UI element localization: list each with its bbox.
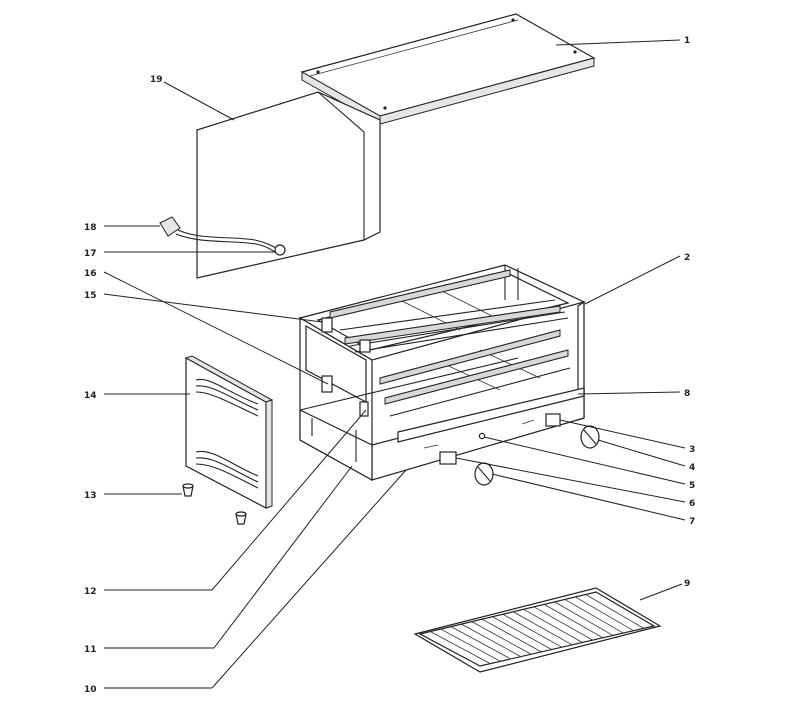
rack-bar	[512, 611, 573, 646]
callout-2: 2	[684, 253, 690, 263]
rack-bar	[502, 613, 563, 648]
callout-6: 6	[689, 499, 695, 509]
callout-15: 15	[84, 291, 97, 301]
rack-bar	[544, 604, 604, 639]
callout-10: 10	[84, 685, 97, 695]
callout-5: 5	[689, 481, 695, 491]
rack-bar	[461, 623, 522, 657]
callout-16: 16	[84, 269, 97, 279]
rack-bar	[575, 596, 634, 632]
callout-17: 17	[84, 249, 97, 259]
callout-13: 13	[84, 491, 97, 501]
callout-12: 12	[84, 587, 97, 597]
side-panel-part	[196, 91, 381, 279]
oven-body-part	[298, 264, 586, 482]
callout-numbers: 1 19 18 17 16 15 2 14 8 3 4 5 13 6 7 9 1…	[84, 36, 695, 695]
callout-3: 3	[689, 445, 695, 455]
callout-4: 4	[689, 463, 695, 473]
rack-bar	[481, 618, 542, 653]
rack-bar	[585, 594, 644, 629]
leader-lines	[103, 39, 686, 689]
rack-bar	[471, 621, 532, 655]
callout-11: 11	[84, 645, 97, 655]
top-lid-part	[300, 13, 596, 125]
rack-bar	[554, 601, 614, 636]
rack-bar	[450, 626, 511, 660]
rack-bar	[440, 628, 501, 662]
feet-part	[182, 483, 247, 525]
grill-rack-part	[413, 587, 662, 673]
door-panel-part	[184, 355, 274, 509]
rack-bar	[523, 608, 583, 643]
callout-14: 14	[84, 391, 97, 401]
rack-bar	[533, 606, 593, 641]
rack-bar	[564, 599, 624, 634]
callout-9: 9	[684, 579, 690, 589]
power-cord-part	[159, 216, 286, 256]
callout-1: 1	[684, 36, 690, 46]
callout-8: 8	[684, 389, 690, 399]
callout-7: 7	[689, 517, 695, 527]
rack-bar	[492, 616, 552, 650]
callout-18: 18	[84, 223, 97, 233]
callout-19: 19	[150, 75, 163, 85]
rack-bar	[430, 631, 491, 664]
